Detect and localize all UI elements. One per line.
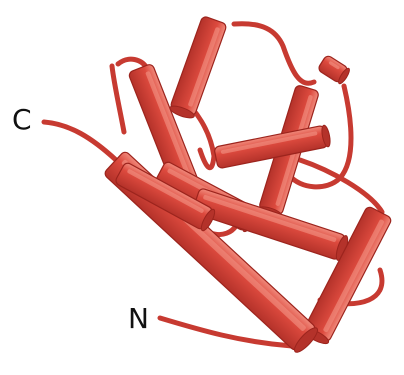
upper-left-loop [112, 66, 124, 132]
helix-small-top [317, 54, 351, 85]
helix-top [168, 16, 227, 121]
n-terminus-label: N [128, 302, 149, 335]
top-right-loop [234, 24, 314, 84]
c-terminus-label: C [12, 103, 32, 136]
c-terminal-tail [44, 122, 116, 160]
